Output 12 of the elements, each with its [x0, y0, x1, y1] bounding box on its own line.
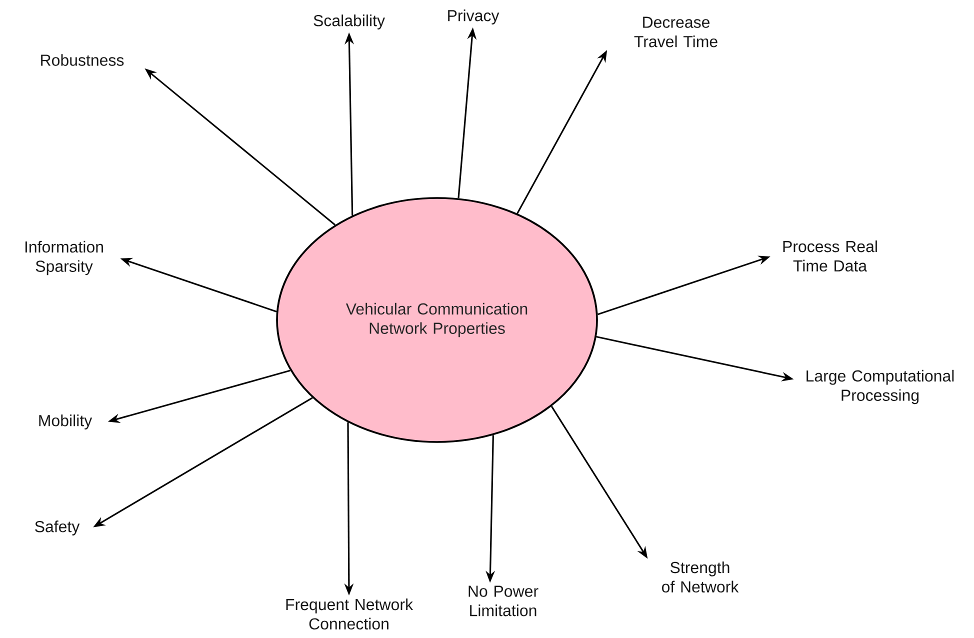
property-label: Strength of Network [662, 561, 739, 593]
property-label: Scalability [314, 14, 385, 30]
property-label: No Power Limitation [468, 586, 538, 616]
property-label: Process Real Time Data [783, 240, 877, 272]
property-label: Frequent Network Connection [286, 598, 414, 630]
property-label: Privacy [448, 10, 500, 24]
property-label: Information Sparsity [25, 240, 103, 276]
property-label: Decrease Travel Time [634, 16, 718, 48]
property-label: Large Computational Processing [806, 370, 954, 404]
property-label: Mobility [39, 414, 92, 430]
property-label: Safety [35, 520, 80, 536]
property-label: Robustness [41, 54, 124, 66]
